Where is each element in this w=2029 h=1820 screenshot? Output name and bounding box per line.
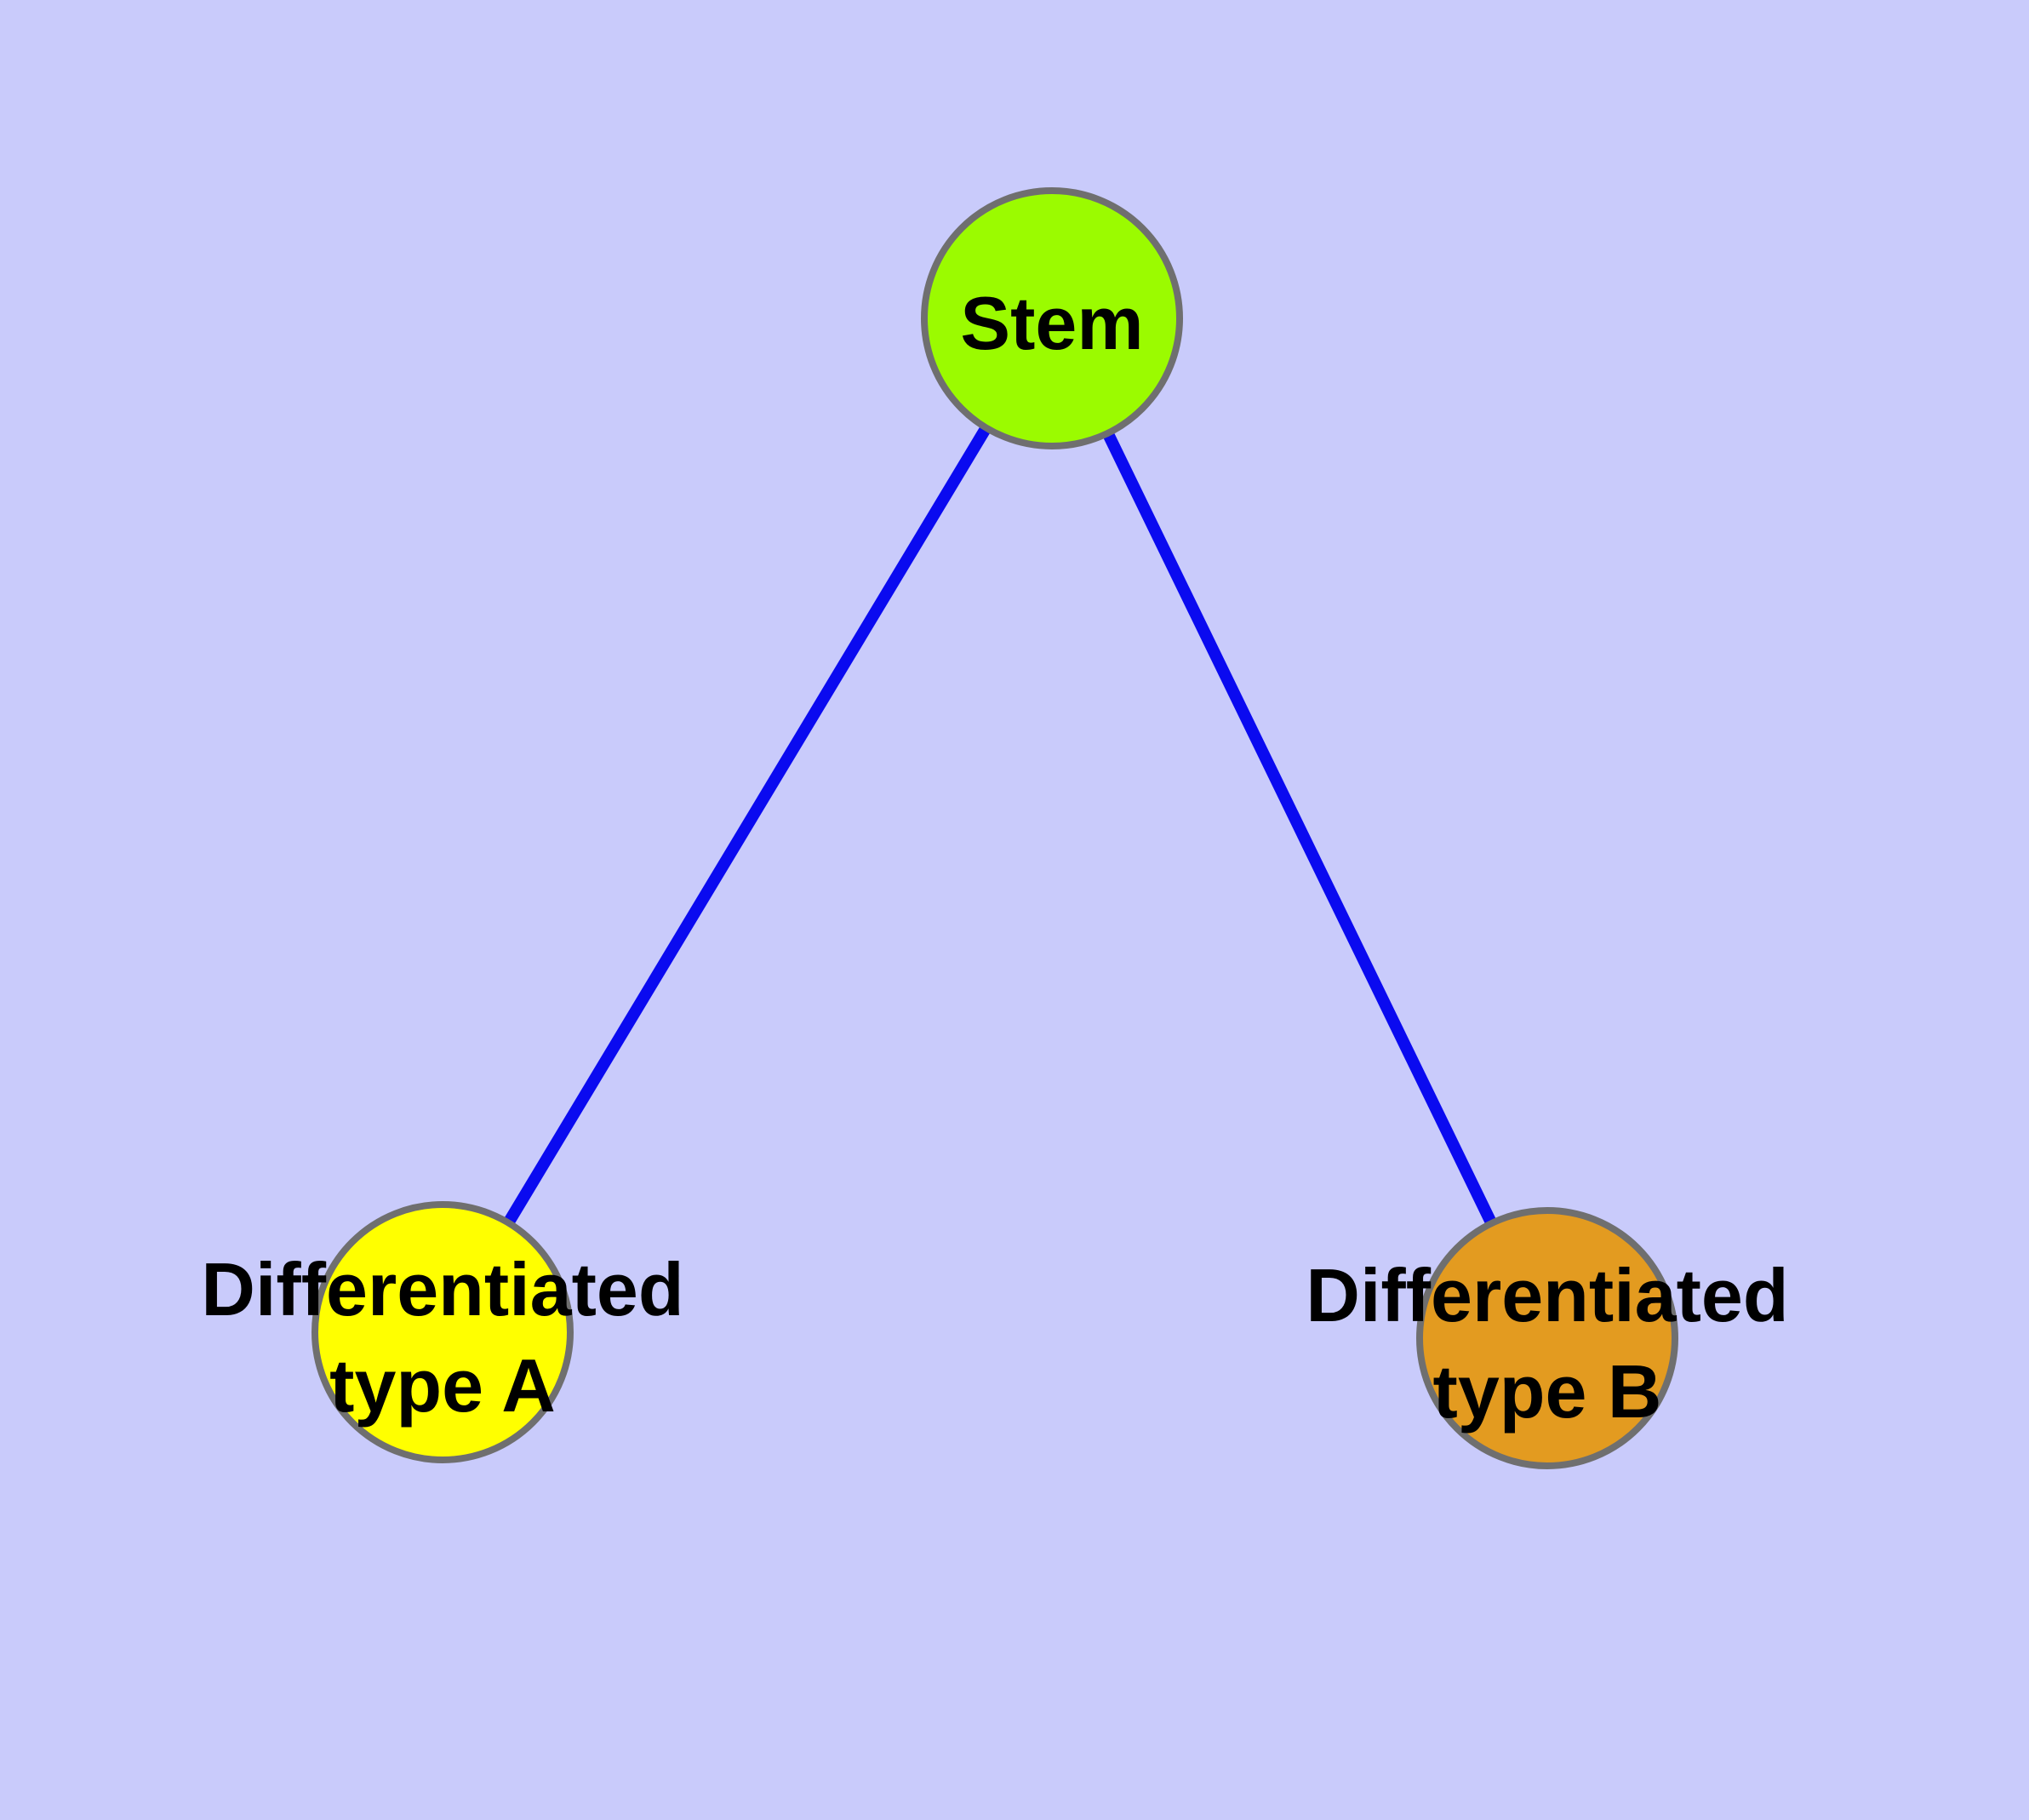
- node-label-line: type A: [329, 1343, 556, 1428]
- node-stem: Stem: [921, 187, 1183, 449]
- node-label-line: Differentiated: [1306, 1253, 1788, 1337]
- edge-stem-type-a: [437, 315, 1057, 1336]
- node-type-a: Differentiated type A: [201, 1201, 684, 1463]
- edge-stem-type-b: [1046, 315, 1553, 1342]
- node-type-b: Differentiated type B: [1306, 1207, 1789, 1469]
- node-label-type-b: Differentiated type B: [1306, 1253, 1788, 1434]
- node-label-type-a: Differentiated type A: [201, 1247, 683, 1428]
- node-label-stem: Stem: [960, 281, 1143, 365]
- node-label-line: type B: [1433, 1349, 1662, 1434]
- node-circle-stem: [921, 187, 1183, 449]
- node-label-line: Stem: [960, 281, 1143, 365]
- node-circle-type-b: [1416, 1207, 1678, 1469]
- node-label-line: Differentiated: [201, 1247, 683, 1331]
- node-circle-type-a: [311, 1201, 574, 1463]
